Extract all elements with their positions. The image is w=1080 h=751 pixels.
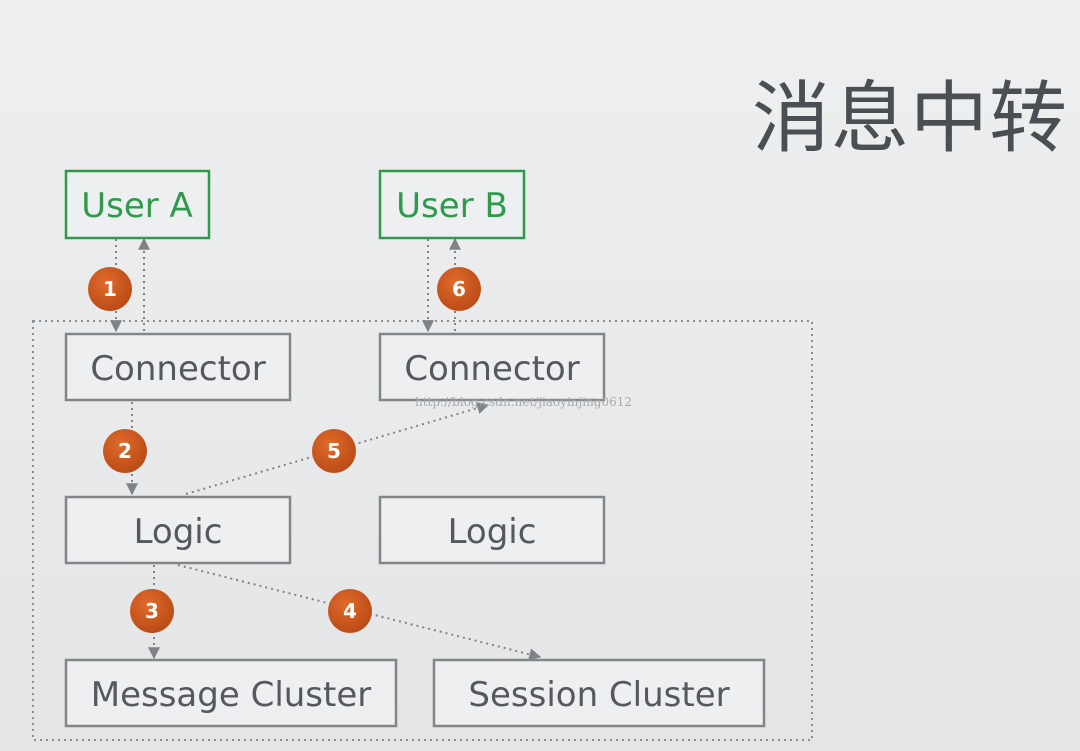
step-badge-1: 1	[88, 267, 132, 311]
logic-a-node: Logic	[64, 495, 292, 565]
step-badge-3-label: 3	[145, 599, 159, 623]
step-badge-6: 6	[437, 267, 481, 311]
step-badge-5: 5	[312, 429, 356, 473]
user-b-label: User B	[396, 186, 508, 226]
step-badge-6-label: 6	[452, 277, 466, 301]
message-cluster-label: Message Cluster	[91, 675, 372, 715]
step-badge-4: 4	[328, 589, 372, 633]
page-title: 消息中转	[752, 74, 1069, 164]
session-cluster-node: Session Cluster	[432, 658, 766, 728]
step-badge-2: 2	[103, 429, 147, 473]
user-a-label: User A	[81, 186, 193, 226]
step-badge-2-label: 2	[118, 439, 132, 463]
step-badge-3: 3	[130, 589, 174, 633]
logic-a-label: Logic	[134, 512, 223, 552]
user-a-node: User A	[64, 169, 211, 240]
watermark-text: http://blog.csdn.net/jiaoyinjing0612	[415, 395, 632, 409]
user-b-node: User B	[378, 169, 526, 240]
logic-b-node: Logic	[378, 495, 606, 565]
connector-a-label: Connector	[90, 349, 265, 389]
step-badge-1-label: 1	[103, 277, 117, 301]
step-badge-5-label: 5	[327, 439, 341, 463]
logic-b-label: Logic	[448, 512, 537, 552]
connector-b-label: Connector	[404, 349, 579, 389]
connector-b-node: Connector	[378, 332, 606, 402]
message-cluster-node: Message Cluster	[64, 658, 398, 728]
connector-a-node: Connector	[64, 332, 292, 402]
session-cluster-label: Session Cluster	[468, 675, 729, 715]
step-badge-4-label: 4	[343, 599, 357, 623]
